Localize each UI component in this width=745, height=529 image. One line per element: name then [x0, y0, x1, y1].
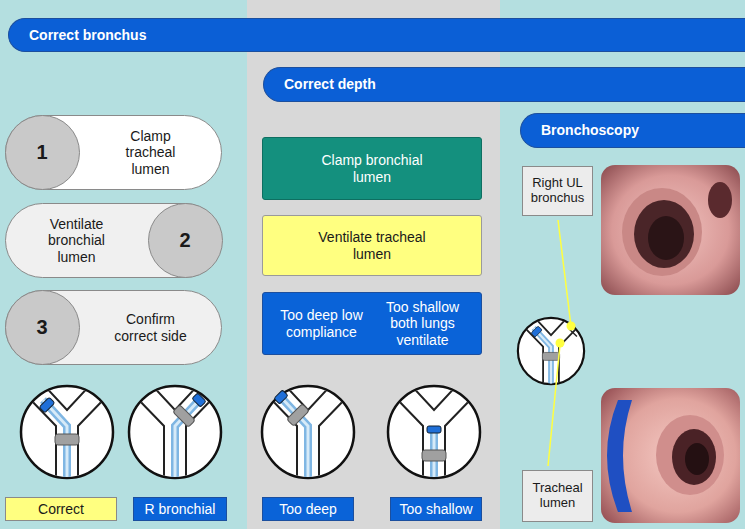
node-text: Ventilate bronchial lumen	[34, 216, 120, 264]
figure-label: Too shallow	[390, 497, 482, 521]
bronchoscopy-photo	[601, 165, 740, 295]
photo-ground	[601, 165, 740, 295]
airway-opening	[708, 182, 732, 218]
section-band: Correct depth	[263, 67, 745, 102]
bronchial-cuff	[39, 397, 55, 413]
airway-figure	[518, 315, 584, 387]
node-text: 3	[36, 316, 47, 339]
section-band: Correct bronchus	[8, 18, 745, 52]
bronchial-cuff	[192, 393, 206, 407]
bronchoscopy-photo	[601, 388, 740, 523]
node-text: Right UL bronchus	[527, 176, 588, 206]
step-pill: Ventilate bronchial lumen 2	[5, 203, 222, 278]
node-text: Confirm correct side	[108, 311, 194, 343]
bronchial-cuff	[531, 326, 542, 337]
airway-figure	[21, 382, 113, 482]
tracheal-cuff	[422, 450, 446, 461]
airway-opening	[634, 200, 694, 268]
marker-dot	[567, 322, 576, 331]
action-box: Clamp bronchial lumen	[262, 137, 482, 200]
node-text: Correct depth	[284, 76, 376, 92]
bronchial-cuff	[274, 390, 288, 404]
step-pill: Confirm correct side 3	[5, 290, 222, 365]
figure-label: Too deep	[262, 497, 354, 521]
airway-figure	[262, 382, 354, 482]
node-text: 2	[179, 229, 190, 252]
marker-dot	[556, 339, 565, 348]
figure-label: Correct	[5, 497, 117, 521]
airway-ring	[622, 188, 702, 276]
bronchial-cuff	[427, 426, 441, 433]
airway-walls	[522, 315, 580, 387]
callout-label: Tracheal lumen	[522, 470, 593, 522]
node-text: Correct	[38, 501, 84, 517]
step-pill: Clamp tracheal lumen 1	[5, 115, 222, 190]
tube-edge	[607, 400, 632, 512]
node-text: Ventilate tracheal lumen	[308, 229, 436, 261]
node-text: Tracheal lumen	[527, 481, 588, 511]
step-number: 2	[148, 203, 223, 278]
leader-line	[548, 345, 560, 466]
tracheal-cuff	[173, 405, 196, 428]
airway-walls	[268, 382, 348, 482]
airway-walls	[27, 382, 107, 482]
step-number: 1	[5, 115, 80, 190]
node-text: R bronchial	[145, 501, 216, 517]
airway-opening	[648, 216, 684, 260]
airway-opening	[672, 429, 716, 485]
node-text: Clamp bronchial lumen	[312, 152, 432, 184]
figure-label: R bronchial	[133, 497, 227, 521]
callout-label: Right UL bronchus	[522, 166, 593, 216]
node-text: 1	[36, 141, 47, 164]
node-text: Correct bronchus	[29, 27, 146, 43]
node-text: Too deep	[279, 501, 337, 517]
airway-figure	[388, 382, 480, 482]
step-number: 3	[5, 290, 80, 365]
action-box: Ventilate tracheal lumen	[262, 215, 482, 276]
section-band: Bronchoscopy	[520, 113, 745, 148]
tracheal-cuff	[287, 404, 310, 427]
airway-walls	[394, 382, 474, 482]
node-text: Clamp tracheal lumen	[108, 128, 194, 176]
tracheal-cuff	[55, 434, 79, 445]
airway-figure	[129, 382, 221, 482]
tracheal-cuff	[542, 352, 559, 360]
node-text: Too shallow both lungs ventilate	[377, 299, 469, 347]
node-text: Too deep low compliance	[276, 307, 368, 339]
photo-ground	[601, 388, 740, 523]
leader-line	[558, 220, 571, 326]
result-box: Too deep low compliance Too shallow both …	[262, 292, 482, 355]
node-text: Bronchoscopy	[541, 122, 639, 138]
airway-ring	[656, 415, 724, 495]
airway-opening	[685, 443, 709, 475]
airway-walls	[135, 382, 215, 482]
node-text: Too shallow	[399, 501, 472, 517]
